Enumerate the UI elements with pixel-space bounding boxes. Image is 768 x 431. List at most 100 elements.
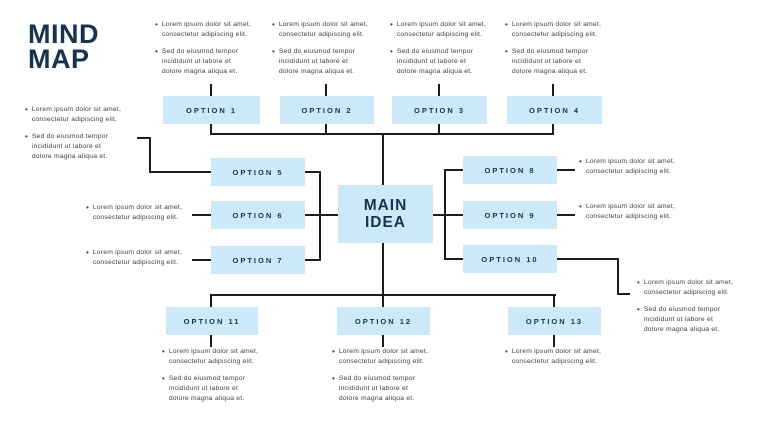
connector-dash-option9 [557,214,575,216]
main-idea-line1: MAIN [363,197,408,214]
text-block-option-3: • Lorem ipsum dolor sit amet,consectetur… [390,20,510,77]
node-option-1: OPTION 1 [163,96,260,124]
connector-drop-option1 [210,124,212,135]
bullet-dot-icon: • [272,20,275,29]
connector-drop-option11 [210,294,212,307]
bullet-dot-icon: • [155,47,158,56]
node-main-idea: MAIN IDEA [338,185,433,243]
bullet-dot-icon: • [86,203,89,212]
connector-right-vertical [444,169,446,260]
bullet-item: • Lorem ipsum dolor sit amet,consectetur… [155,20,252,38]
page-title: MIND MAP [28,21,99,74]
text-block-option-12: • Lorem ipsum dolor sit amet,consectetur… [332,347,452,404]
bullet-dot-icon: • [272,47,275,56]
bullet-item: • Lorem ipsum dolor sit amet,consectetur… [390,20,487,38]
text-block-option-8: • Lorem ipsum dolor sit amet,consectetur… [579,157,699,177]
node-option-3: OPTION 3 [392,96,487,124]
node-option-2: OPTION 2 [280,96,374,124]
bullet-dot-icon: • [155,20,158,29]
node-option-4: OPTION 4 [507,96,602,124]
node-option-10: OPTION 10 [463,245,557,273]
connector-tick-option11 [210,335,212,347]
bullet-dot-icon: • [637,305,640,314]
connector-option10-text-a [557,258,619,260]
text-block-option-6: • Lorem ipsum dolor sit amet,consectetur… [86,203,206,223]
text-block-option-9: • Lorem ipsum dolor sit amet,consectetur… [579,202,699,222]
connector-tick-option4 [552,84,554,96]
connector-main-stem-bottom [382,243,384,307]
bullet-item: • Lorem ipsum dolor sit amet,consectetur… [505,347,602,365]
bullet-dot-icon: • [505,20,508,29]
text-block-option-13: • Lorem ipsum dolor sit amet,consectetur… [505,347,625,367]
connector-stub-option5 [305,171,321,173]
connector-main-stem-top [382,133,384,185]
connector-option6-main [305,214,338,216]
connector-left-vertical [319,171,321,261]
page-title-line2: MAP [28,44,90,74]
bullet-item: • Lorem ipsum dolor sit amet,consectetur… [86,203,183,221]
connector-drop-option4 [552,124,554,135]
connector-drop-option13 [553,294,555,307]
bullet-dot-icon: • [86,248,89,257]
bullet-dot-icon: • [579,202,582,211]
connector-option5-text-b [149,137,151,173]
connector-stub-option7 [305,259,321,261]
bullet-item: • Lorem ipsum dolor sit amet,consectetur… [505,20,602,38]
connector-option10-text-c [617,293,630,295]
bullet-item: • Lorem ipsum dolor sit amet,consectetur… [272,20,369,38]
connector-dash-option7 [192,259,211,261]
text-block-option-5: • Lorem ipsum dolor sit amet,consectetur… [25,105,145,162]
text-block-option-4: • Lorem ipsum dolor sit amet,consectetur… [505,20,625,77]
connector-tick-option12 [382,335,384,347]
bullet-item: • Lorem ipsum dolor sit amet,consectetur… [332,347,429,365]
node-option-5: OPTION 5 [211,158,305,186]
connector-tick-option13 [553,335,555,347]
node-option-6: OPTION 6 [211,201,305,229]
node-option-12: OPTION 12 [337,307,430,335]
bullet-item: • Lorem ipsum dolor sit amet,consectetur… [579,202,676,220]
bullet-dot-icon: • [505,47,508,56]
connector-dash-option8 [557,169,575,171]
bullet-dot-icon: • [579,157,582,166]
bullet-dot-icon: • [162,374,165,383]
bullet-dot-icon: • [162,347,165,356]
bullet-dot-icon: • [390,20,393,29]
bullet-dot-icon: • [332,347,335,356]
text-block-option-2: • Lorem ipsum dolor sit amet,consectetur… [272,20,392,77]
connector-drop-option2 [325,124,327,135]
bullet-dot-icon: • [25,132,28,141]
bullet-item: • Lorem ipsum dolor sit amet,consectetur… [25,105,122,123]
text-block-option-10: • Lorem ipsum dolor sit amet,consectetur… [637,278,757,335]
bullet-item: • Lorem ipsum dolor sit amet,consectetur… [86,248,183,266]
node-option-8: OPTION 8 [463,156,557,184]
bullet-item: • Lorem ipsum dolor sit amet,consectetur… [579,157,676,175]
connector-tick-option1 [210,84,212,96]
text-block-option-7: • Lorem ipsum dolor sit amet,consectetur… [86,248,206,268]
bullet-dot-icon: • [505,347,508,356]
bullet-dot-icon: • [332,374,335,383]
main-idea-line2: IDEA [364,214,407,231]
bullet-dot-icon: • [25,105,28,114]
connector-option10-text-b [617,258,619,295]
node-option-7: OPTION 7 [211,246,305,274]
bullet-dot-icon: • [390,47,393,56]
connector-drop-option3 [438,124,440,135]
bullet-item: • Lorem ipsum dolor sit amet,consectetur… [637,278,734,296]
connector-bottom-trunk [210,294,556,296]
connector-tick-option2 [325,84,327,96]
connector-option5-text-a [137,137,151,139]
text-block-option-11: • Lorem ipsum dolor sit amet,consectetur… [162,347,282,404]
connector-stub-option10 [446,258,463,260]
node-option-9: OPTION 9 [463,201,557,229]
connector-dash-option6 [192,214,211,216]
text-block-option-1: • Lorem ipsum dolor sit amet,consectetur… [155,20,275,77]
bullet-item: • Lorem ipsum dolor sit amet,consectetur… [162,347,259,365]
connector-stub-option8 [446,169,463,171]
